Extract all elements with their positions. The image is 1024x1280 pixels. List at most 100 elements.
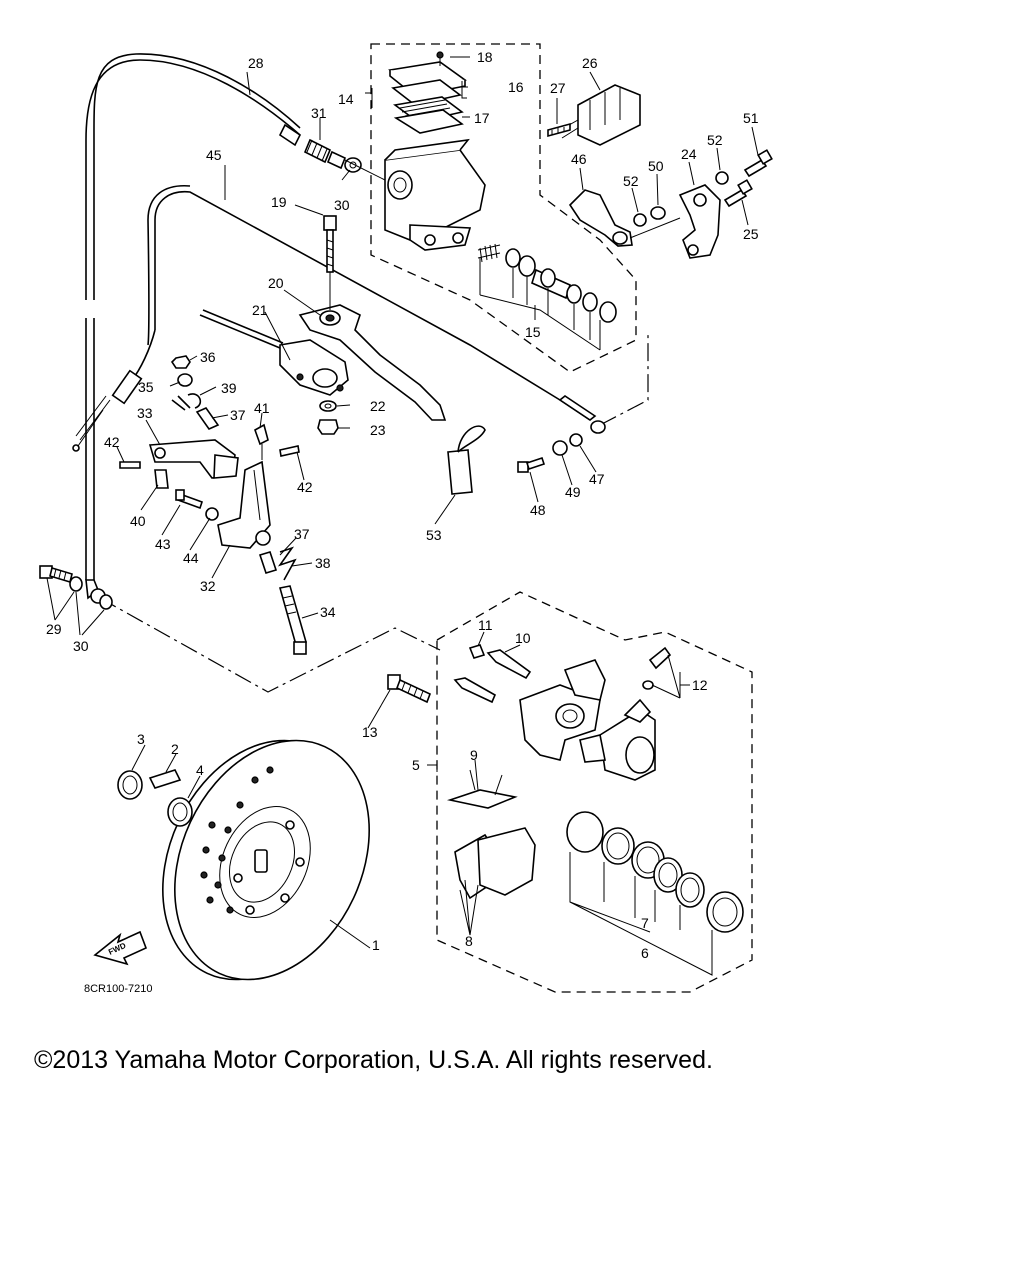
bolt-34 xyxy=(278,585,307,655)
callout-16: 16 xyxy=(508,79,524,95)
callout-3: 3 xyxy=(137,731,145,747)
bolt-43 xyxy=(175,489,204,510)
callout-42-left: 42 xyxy=(104,434,120,450)
bleed-screw-12 xyxy=(642,646,672,690)
spring-38 xyxy=(277,546,297,581)
callout-47: 47 xyxy=(589,471,605,487)
callout-4: 4 xyxy=(196,762,204,778)
callout-29: 29 xyxy=(46,621,62,637)
leader-lower-cable-to-caliper xyxy=(99,597,441,693)
brake-pads-8 xyxy=(454,827,536,900)
callout-42-right: 42 xyxy=(297,479,313,495)
callout-19: 19 xyxy=(271,194,287,210)
cable-adjuster xyxy=(72,369,143,452)
forward-arrow-icon: FWD xyxy=(93,930,148,966)
bolt-29 xyxy=(39,565,73,584)
lever-32 xyxy=(217,460,271,549)
brake-lever xyxy=(298,304,447,421)
callout-52-left: 52 xyxy=(623,173,639,189)
brake-cable-28-inner xyxy=(93,53,301,300)
callout-12: 12 xyxy=(692,677,708,693)
callout-28: 28 xyxy=(248,55,264,71)
callout-37-lower: 37 xyxy=(294,526,310,542)
callout-25: 25 xyxy=(743,226,759,242)
fitting-31 xyxy=(278,123,347,170)
callout-32: 32 xyxy=(200,578,216,594)
tag-53 xyxy=(447,425,486,495)
collar-47 xyxy=(569,433,583,447)
washer-4 xyxy=(167,797,193,827)
piston-kit xyxy=(477,243,617,351)
callout-24: 24 xyxy=(681,146,697,162)
callout-7: 7 xyxy=(641,915,649,931)
callout-38: 38 xyxy=(315,555,331,571)
link-40 xyxy=(154,469,169,489)
bolt-11 xyxy=(468,644,486,659)
callout-50: 50 xyxy=(648,158,664,174)
spring-39 xyxy=(171,393,202,411)
master-cylinder xyxy=(384,138,486,251)
callout-48: 48 xyxy=(530,502,546,518)
callout-51: 51 xyxy=(743,110,759,126)
seal-leaders xyxy=(569,852,713,976)
pin-37-upper xyxy=(195,407,220,430)
piston-seals xyxy=(566,811,744,933)
callout-1: 1 xyxy=(372,937,380,953)
callout-41: 41 xyxy=(254,400,270,416)
parking-lever-housing xyxy=(199,309,349,396)
pin-37-lower xyxy=(258,551,278,574)
bolt-25 xyxy=(723,179,753,208)
callout-26: 26 xyxy=(582,55,598,71)
callout-18: 18 xyxy=(477,49,493,65)
master-cylinder-group-outline xyxy=(370,43,637,373)
callout-21: 21 xyxy=(252,302,268,318)
callout-9: 9 xyxy=(470,747,478,763)
clip-41 xyxy=(254,423,269,460)
washer-49 xyxy=(552,440,568,456)
brake-switch xyxy=(559,84,641,146)
cable-end-45 xyxy=(558,395,606,434)
washer-52b xyxy=(715,171,729,185)
callout-20: 20 xyxy=(268,275,284,291)
callout-49: 49 xyxy=(565,484,581,500)
callout-33: 33 xyxy=(137,405,153,421)
callout-5: 5 xyxy=(412,757,420,773)
screw-42-left xyxy=(119,461,141,469)
callout-27: 27 xyxy=(550,80,566,96)
washer-30-top xyxy=(344,157,362,173)
nut-44 xyxy=(205,507,219,521)
brake-cable-45-lower xyxy=(131,329,156,381)
caliper-body xyxy=(579,698,656,781)
bolt-51 xyxy=(743,149,773,178)
brake-cable-28-lower xyxy=(85,318,95,580)
callout-44: 44 xyxy=(183,550,199,566)
callout-45: 45 xyxy=(206,147,222,163)
washer-52a xyxy=(633,213,647,227)
washer-30-lower-b xyxy=(99,594,113,610)
nut-36 xyxy=(170,355,191,369)
key-2 xyxy=(148,769,182,789)
arm-33 xyxy=(148,439,239,479)
bolt-13 xyxy=(387,674,432,704)
lever-bolt xyxy=(323,215,337,310)
washer-30-lower-a xyxy=(69,576,83,592)
callout-52-right: 52 xyxy=(707,132,723,148)
bolt-48 xyxy=(517,456,546,473)
caliper-bracket xyxy=(519,659,606,761)
brake-cable-45-inner xyxy=(147,185,191,346)
lever-46 xyxy=(568,189,633,247)
circlip-3 xyxy=(117,770,143,800)
callout-40: 40 xyxy=(130,513,146,529)
brake-cable-45 xyxy=(154,191,591,421)
callout-11: 11 xyxy=(478,617,493,633)
callout-35: 35 xyxy=(138,379,154,395)
washer-35 xyxy=(177,373,193,387)
drawing-code: 8CR100-7210 xyxy=(84,983,153,995)
caliper-group-outline xyxy=(436,591,753,993)
callout-10: 10 xyxy=(515,630,531,646)
pad-spring-9 xyxy=(446,769,518,809)
callout-14: 14 xyxy=(338,91,354,107)
callout-15: 15 xyxy=(525,324,541,340)
callout-43: 43 xyxy=(155,536,171,552)
